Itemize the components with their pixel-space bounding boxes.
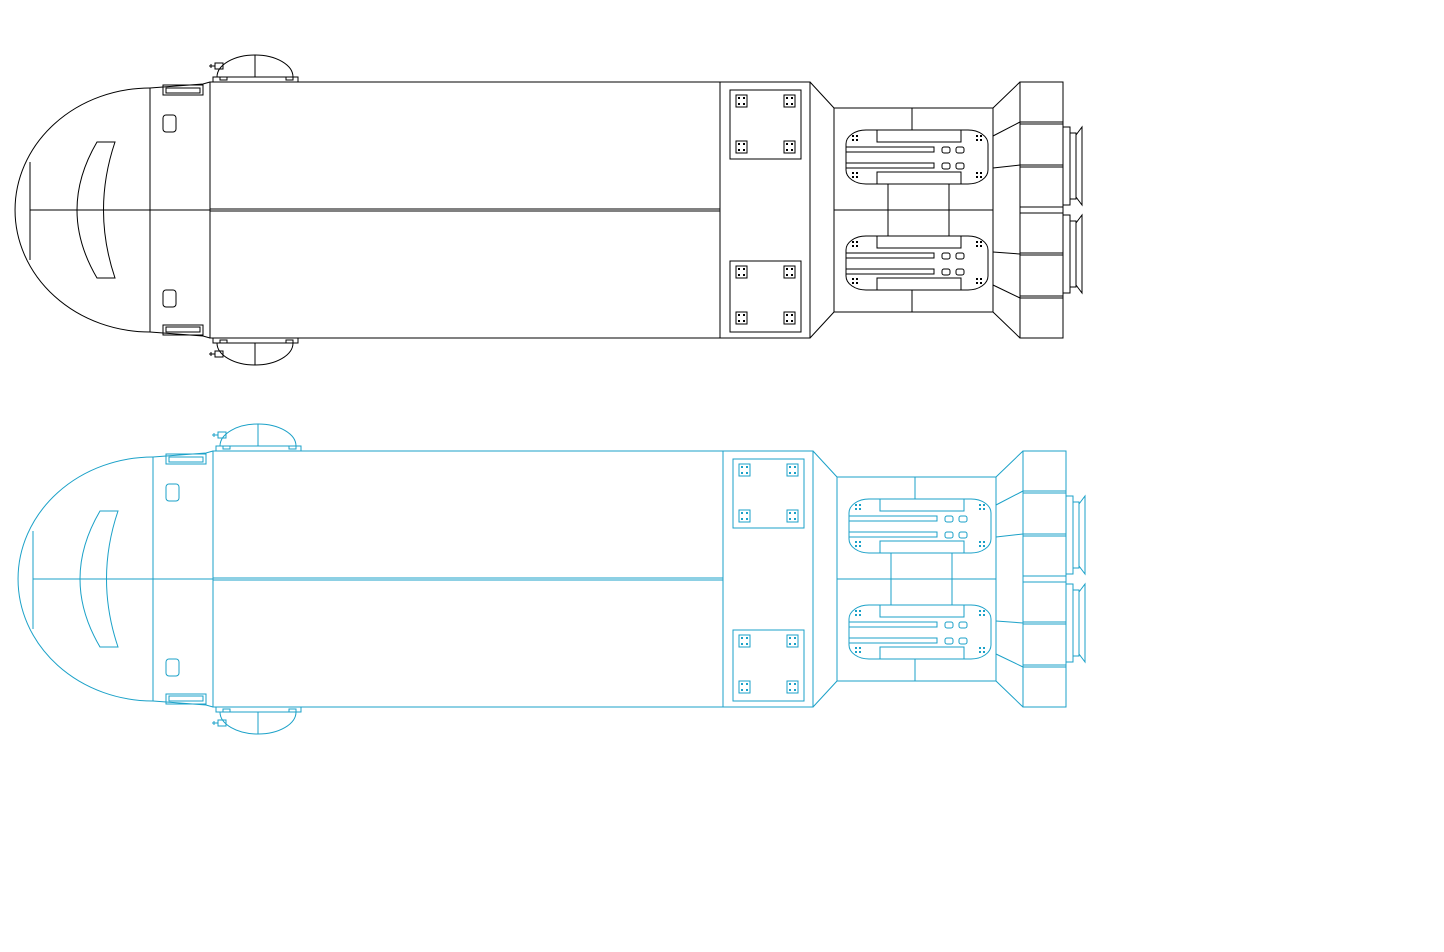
- upper-view: [15, 55, 1082, 365]
- lower-view: [18, 424, 1085, 734]
- ship-drawing-cyan: [18, 424, 1085, 734]
- ship-drawing-black: [15, 55, 1082, 365]
